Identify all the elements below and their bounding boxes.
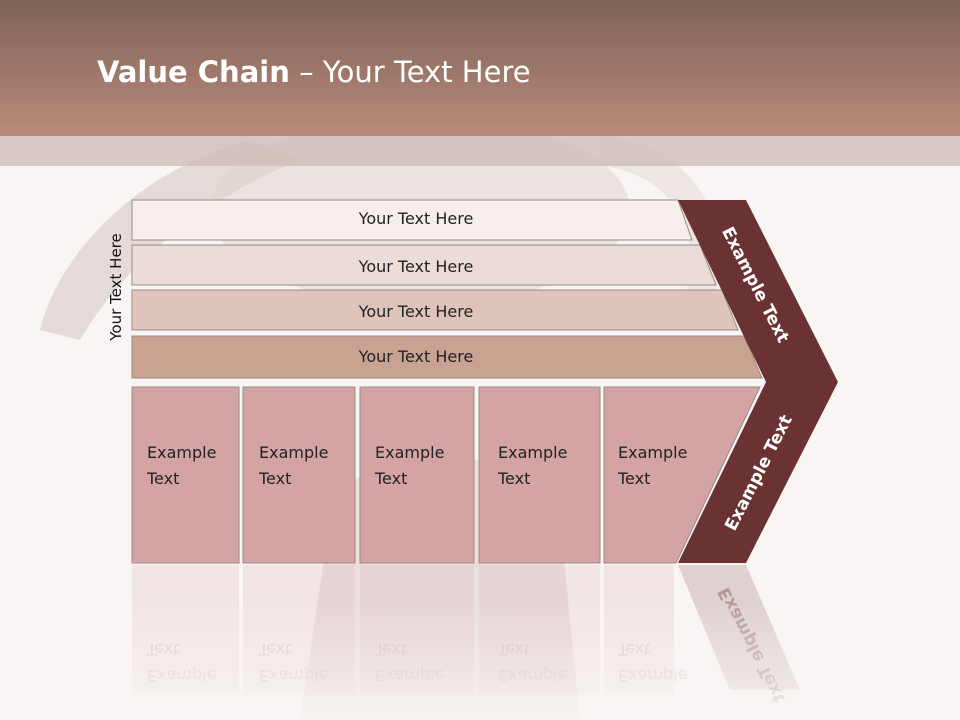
column-label-2-line2: Text [259,469,292,488]
column-label-2: Example Text [259,440,328,492]
column-label-4-line1: Example [498,443,568,462]
column-label-3: Example Text [375,440,444,492]
column-label-3-line1: Example [375,443,445,462]
slide-title: Value Chain – Your Text Here [97,55,531,89]
column-label-2-line1: Example [259,443,329,462]
column-box-5 [603,386,761,564]
row-bar-2 [131,244,717,286]
column-box-3 [359,386,475,564]
reflection-fade [0,600,960,720]
side-label: Your Text Here [107,233,125,341]
row-label-4: Your Text Here [358,347,474,366]
column-label-4-line2: Text [498,469,531,488]
header-stripe [0,136,960,166]
row-label-3: Your Text Here [358,302,474,321]
column-label-1-line1: Example [147,443,217,462]
row-bar-1 [131,199,693,241]
column-label-1: Example Text [147,440,216,492]
title-bold: Value Chain [97,55,290,89]
column-label-5: Example Text [618,440,687,492]
column-label-5-line1: Example [618,443,688,462]
column-label-1-line2: Text [147,469,180,488]
row-bar-4 [131,335,763,379]
column-label-5-line2: Text [618,469,651,488]
column-box-2 [242,386,356,564]
row-bar-3 [131,289,739,331]
header-bar [0,0,960,136]
title-rest: – Your Text Here [289,55,531,89]
chevron-arrow [678,200,838,563]
column-label-4: Example Text [498,440,567,492]
column-box-4 [478,386,601,564]
row-label-1: Your Text Here [358,209,474,228]
row-label-2: Your Text Here [358,257,474,276]
column-box-1 [131,386,240,564]
column-label-3-line2: Text [375,469,408,488]
